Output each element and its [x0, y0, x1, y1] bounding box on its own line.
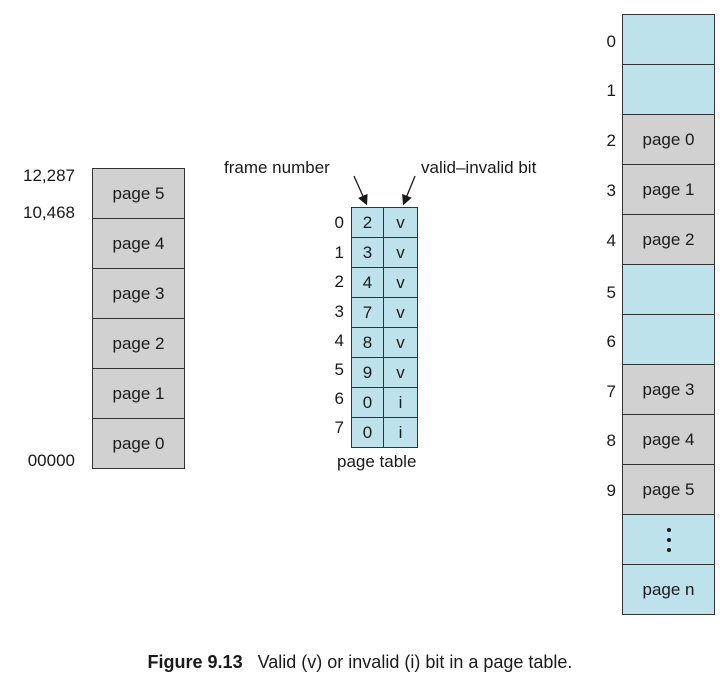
frame-number-cell: 0 [352, 388, 384, 417]
frame-index: 7 [606, 382, 616, 401]
valid-invalid-arrow [402, 175, 416, 206]
frame-number-cell: 4 [352, 268, 384, 297]
valid-bit-cell: v [396, 332, 405, 352]
logical-memory: page 5 page 4 page 3 page 2 page 1 page … [92, 168, 185, 469]
logical-page: page 3 [93, 269, 184, 319]
frame-index: 2 [606, 131, 616, 150]
frame-index: 0 [606, 32, 616, 51]
vertical-ellipsis-icon [666, 527, 671, 552]
page-table-index: 2 [334, 272, 344, 291]
frame-number-cell: 8 [352, 328, 384, 357]
physical-frame [623, 315, 714, 365]
frame-number-label: frame number [224, 158, 330, 177]
page-table-row: 7 v [352, 298, 417, 328]
frame-index: 6 [606, 332, 616, 351]
frame-index: 9 [606, 481, 616, 500]
physical-frame: page 0 [623, 115, 714, 165]
physical-frame [623, 265, 714, 315]
physical-frame-ellipsis [623, 515, 714, 565]
page-table-title: page table [337, 452, 417, 471]
address-top: 12,287 [23, 166, 75, 185]
frame-index: 5 [606, 283, 616, 302]
invalid-bit-cell: i [398, 392, 403, 412]
page-table-index: 6 [334, 389, 344, 408]
physical-frame: page 2 [623, 215, 714, 265]
frame-number-arrow [353, 175, 368, 206]
valid-invalid-bit-label: valid–invalid bit [421, 158, 537, 177]
logical-page: page 0 [112, 433, 165, 453]
physical-frame: page n [623, 565, 714, 614]
figure-number: Figure 9.13 [147, 652, 243, 672]
invalid-bit-cell: i [398, 422, 403, 442]
frame-number-cell: 7 [352, 298, 384, 327]
physical-frame: page 5 [623, 465, 714, 515]
page-table-row: 9 v [352, 358, 417, 388]
page-table: 2 v 3 v 4 v 7 v 8 v 9 v 0 i 0 i [351, 207, 418, 448]
page-table-row: 0 i [352, 418, 417, 447]
valid-bit-cell: v [396, 272, 405, 292]
frame-index: 3 [606, 181, 616, 200]
logical-page: page 2 [93, 319, 184, 369]
valid-bit-cell: v [396, 362, 405, 382]
address-bottom: 00000 [27, 451, 75, 470]
logical-page: page 4 [93, 219, 184, 269]
page-table-index: 0 [334, 213, 344, 232]
address-upper: 10,468 [23, 203, 75, 222]
physical-memory: page 0 page 1 page 2 page 3 page 4 page … [622, 14, 715, 615]
frame-number-cell: 9 [352, 358, 384, 387]
physical-frame [623, 15, 714, 65]
frame-index: 4 [606, 231, 616, 250]
page-table-index: 7 [334, 418, 344, 437]
page-table-row: 3 v [352, 238, 417, 268]
valid-bit-cell: v [396, 212, 405, 232]
logical-page: page 5 [93, 169, 184, 219]
page-table-row: 2 v [352, 208, 417, 238]
valid-bit-cell: v [396, 302, 405, 322]
frame-index: 1 [606, 81, 616, 100]
page-table-index: 1 [334, 243, 344, 262]
valid-bit-cell: v [396, 242, 405, 262]
frame-number-cell: 0 [352, 418, 384, 447]
logical-page: page 1 [93, 369, 184, 419]
figure-caption-text: Valid (v) or invalid (i) bit in a page t… [257, 652, 573, 672]
frame-number-cell: 2 [352, 208, 384, 237]
physical-frame: page 4 [623, 415, 714, 465]
page-table-row: 0 i [352, 388, 417, 418]
page-table-index: 5 [334, 360, 344, 379]
frame-number-cell: 3 [352, 238, 384, 267]
page-table-index: 4 [334, 331, 344, 350]
physical-frame [623, 65, 714, 115]
page-table-index: 3 [334, 302, 344, 321]
frame-index: 8 [606, 431, 616, 450]
page-table-row: 4 v [352, 268, 417, 298]
physical-frame: page 1 [623, 165, 714, 215]
figure-caption: Figure 9.13 Valid (v) or invalid (i) bit… [0, 651, 720, 673]
page-table-row: 8 v [352, 328, 417, 358]
physical-frame: page 3 [623, 365, 714, 415]
